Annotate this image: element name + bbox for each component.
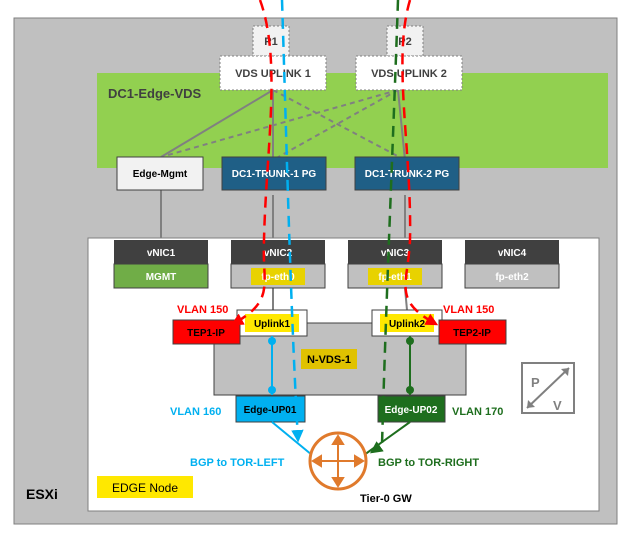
- vnic-1-function: MGMT: [146, 272, 177, 283]
- tep1-label: TEP1-IP: [187, 328, 225, 339]
- vnic-1-name: vNIC1: [147, 248, 176, 259]
- tep1: TEP1-IP: [172, 319, 241, 345]
- nvds-uplink-2: Uplink2: [371, 309, 443, 337]
- tep2-vlan: VLAN 150: [443, 304, 494, 316]
- vnic-4-function: fp-eth2: [495, 272, 529, 283]
- bgp-left-path: [280, 0, 304, 443]
- edge-node-label-bg: [97, 476, 193, 498]
- vds-label: DC1-Edge-VDS: [108, 86, 202, 101]
- edge-up02-label: Edge-UP02: [385, 405, 438, 416]
- pv-icon-letter-p: P: [531, 375, 540, 390]
- uplink2-connector-bottom: [406, 386, 414, 394]
- vnic-3: vNIC3 fp-eth1: [347, 240, 443, 289]
- vds-band: [97, 73, 608, 168]
- esxi-label: ESXi: [26, 486, 58, 502]
- nvds-uplink-2-label: Uplink2: [389, 319, 426, 330]
- nvds-label-highlight: [301, 349, 357, 369]
- tep2: TEP2-IP: [438, 319, 507, 345]
- vnic-3-name: vNIC3: [381, 248, 410, 259]
- vds-uplink-1-label: VDS UPLINK 1: [235, 68, 311, 80]
- edge-node-label: EDGE Node: [112, 481, 178, 495]
- tep2-label: TEP2-IP: [453, 328, 491, 339]
- edge-up02-vlan: VLAN 170: [452, 406, 503, 418]
- nvds-label: N-VDS-1: [307, 354, 351, 366]
- bgp-left-label: BGP to TOR-LEFT: [190, 457, 285, 469]
- vnic-1: vNIC1 MGMT: [113, 240, 209, 289]
- physical-port-p2-label: P2: [398, 36, 411, 48]
- bgp-right-path: [369, 0, 400, 454]
- router-label: Tier-0 GW: [360, 493, 412, 505]
- uplink1-connector-top: [268, 337, 276, 345]
- vds-uplink-2: VDS UPLINK 2: [355, 55, 463, 91]
- gray-links: [160, 89, 408, 311]
- edge-up01-label: Edge-UP01: [244, 405, 297, 416]
- edge-up01-vlan: VLAN 160: [170, 406, 221, 418]
- vds-uplink-1: VDS UPLINK 1: [219, 55, 327, 91]
- port-group-trunk-2: DC1-TRUNK-2 PG: [354, 156, 460, 191]
- port-group-edge-mgmt: Edge-Mgmt: [116, 156, 204, 191]
- tep1-vlan: VLAN 150: [177, 304, 228, 316]
- uplink1-connector-bottom: [268, 386, 276, 394]
- gray-standby-links: [160, 89, 406, 161]
- tep1-path: [230, 0, 273, 326]
- edge-up02: Edge-UP02: [377, 395, 446, 423]
- vnic-4: vNIC4 fp-eth2: [464, 240, 560, 289]
- pv-icon-letter-v: V: [553, 398, 562, 413]
- vnic-4-name: vNIC4: [498, 248, 527, 259]
- physical-port-p2: P2: [386, 25, 424, 57]
- port-group-trunk-1-label: DC1-TRUNK-1 PG: [232, 169, 317, 180]
- bgp-right-label: BGP to TOR-RIGHT: [378, 457, 479, 469]
- nvds-uplink-1: Uplink1: [236, 309, 308, 337]
- vnic-2: vNIC2 fp-eth0: [230, 240, 326, 289]
- uplink2-connector-top: [406, 337, 414, 345]
- physical-port-p1-label: P1: [264, 36, 277, 48]
- tier0-router-icon: [308, 431, 368, 491]
- vnic-2-function: fp-eth0: [261, 272, 295, 283]
- port-group-trunk-2-label: DC1-TRUNK-2 PG: [365, 169, 450, 180]
- port-group-trunk-1: DC1-TRUNK-1 PG: [221, 156, 327, 191]
- vnic-2-name: vNIC2: [264, 248, 293, 259]
- vds-uplink-2-label: VDS UPLINK 2: [371, 68, 447, 80]
- edge-up01: Edge-UP01: [235, 395, 306, 423]
- nvds-uplink-1-label: Uplink1: [254, 319, 291, 330]
- port-group-edge-mgmt-label: Edge-Mgmt: [133, 169, 188, 180]
- pv-icon: P V: [521, 362, 575, 414]
- vnic-3-function: fp-eth1: [378, 272, 412, 283]
